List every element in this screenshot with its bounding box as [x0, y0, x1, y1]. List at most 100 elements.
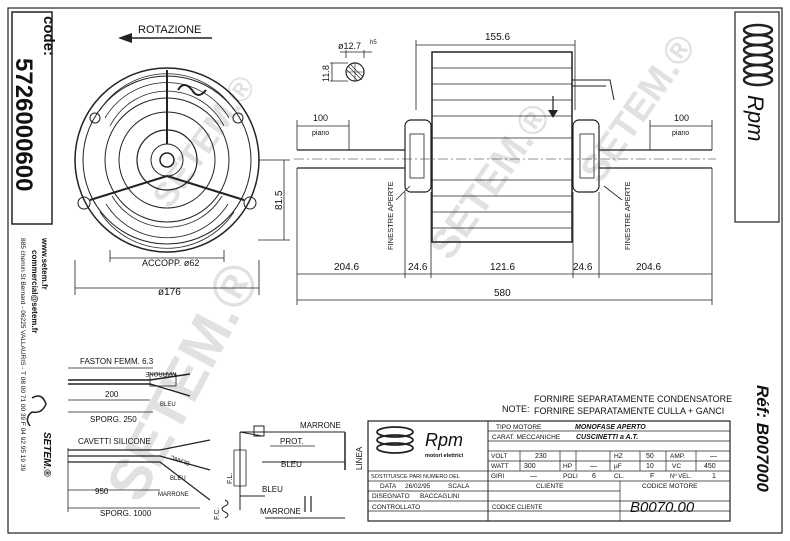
amp-label: AMP. — [670, 453, 685, 460]
codice-motore-label: CODICE MOTORE — [642, 483, 698, 490]
vc-label: VC — [672, 463, 681, 470]
dim-left-shaft: 204.6 — [334, 262, 359, 273]
poli-label: POLI — [563, 473, 578, 480]
wire-bleu-bottom: BLEU — [170, 476, 186, 482]
nvel-label: Nº VEL. — [670, 473, 692, 480]
hp-value: — — [590, 463, 597, 470]
setem-logo-text: SETEM.® — [41, 432, 52, 477]
reference-number: Réf: B007000 — [753, 385, 772, 492]
dim-center: 121.6 — [490, 262, 515, 273]
volt-label: VOLT — [491, 453, 508, 460]
front-view: ROTAZIONE ACCOPP. ø62 ø176 81.5 — [74, 24, 290, 298]
notes-block: NOTE: FORNIRE SEPARATAMENTE CONDENSATORE… — [502, 394, 732, 416]
hz-value: 50 — [646, 453, 654, 460]
hz-label: HZ — [614, 453, 623, 460]
side-view: 155.6 100 piano 100 piano FINESTRE APERT… — [294, 32, 716, 305]
poli-value: 6 — [592, 473, 596, 480]
uf-label: µF — [614, 463, 622, 470]
sporg-1000: SPORG. 1000 — [100, 509, 152, 518]
left-bearing — [404, 119, 432, 193]
code-value: 5726000600 — [10, 58, 37, 191]
left-clearance-label: 100 — [313, 113, 328, 123]
shaft-tolerance-label: h5 — [370, 40, 377, 46]
airflow-arrow-icon — [548, 110, 558, 118]
dim-left-gap: 24.6 — [408, 262, 428, 273]
length-950: 950 — [95, 487, 109, 496]
cl-label: CL. — [614, 473, 624, 480]
schem-linea: LINEA — [355, 446, 364, 470]
shaft-circle — [159, 152, 175, 168]
schem-fl: F.L. — [227, 473, 234, 484]
wiring-details: FASTON FEMM. 6.3 MARRONE BLEU 200 SPORG.… — [67, 357, 211, 518]
outer-diameter-label: ø176 — [158, 287, 181, 298]
watt-label: WATT — [491, 463, 509, 470]
tipo-motore-label: TIPO MOTORE — [496, 424, 542, 431]
wiring-schematic: MARRONE PROT. BLEU BLEU MARRONE F.L. F.C… — [214, 421, 364, 520]
note-line-2: FORNIRE SEPARATAMENTE CULLA + GANCI — [534, 406, 724, 416]
giri-value: — — [530, 473, 537, 480]
watt-value: 300 — [524, 463, 536, 470]
scala-label: SCALA — [448, 483, 470, 490]
left-plane-label: piano — [312, 130, 329, 137]
right-clearance-label: 100 — [674, 113, 689, 123]
left-window-label: FINESTRE APERTE — [386, 181, 395, 250]
sporg-250: SPORG. 250 — [90, 415, 137, 424]
page-frame — [7, 7, 783, 534]
rotation-arrow-icon — [118, 33, 132, 43]
faston-label: FASTON FEMM. 6.3 — [80, 357, 154, 366]
schem-marrone: MARRONE — [300, 421, 341, 430]
left-strip: code: 5726000600 www.setem.fr commercial… — [10, 11, 57, 477]
website-text: www.setem.fr — [40, 237, 49, 290]
cliente-label: CLIENTE — [536, 483, 564, 490]
code-box — [11, 11, 53, 225]
schem-bleu: BLEU — [281, 460, 302, 469]
terminal-leads-icon — [177, 84, 207, 96]
code-label: code: — [40, 16, 57, 56]
title-brand-name: Rpm — [425, 430, 463, 450]
shaft-lines — [297, 149, 712, 169]
right-plane-label: piano — [672, 130, 689, 137]
wire-marrone-bottom: MARRONE — [158, 492, 189, 498]
rpm-coil-logo — [742, 23, 774, 87]
dim-total: 580 — [494, 288, 511, 299]
title-logo — [376, 426, 414, 454]
giri-label: GIRI — [491, 473, 505, 480]
rotation-label: ROTAZIONE — [138, 24, 201, 36]
wire-bleu-top: BLEU — [160, 402, 176, 408]
schem-fc: F.C. — [214, 508, 221, 521]
codice-cliente-label: CODICE CLIENTE — [492, 505, 542, 511]
disegnato-value: BACCAGLINI — [420, 493, 460, 500]
tipo-motore-value: MONOFASE APERTO — [575, 424, 646, 431]
nvel-value: 1 — [712, 473, 716, 480]
amp-value: — — [710, 453, 717, 460]
disegnato-label: DISEGNATO — [372, 493, 410, 500]
title-block: Rpm motori elettrici TIPO MOTORE MONOFAS… — [367, 420, 731, 522]
wire-marrone-top: MARRONE — [145, 370, 176, 376]
note-label: NOTE: — [502, 404, 530, 414]
data-value: 26/02/95 — [405, 483, 431, 490]
vc-value: 450 — [704, 463, 716, 470]
controllato-label: CONTROLLATO — [372, 504, 420, 511]
carat-label: CARAT. MECCANICHE — [492, 434, 561, 441]
carat-value: CUSCINETTI a A.T. — [576, 434, 638, 441]
length-200: 200 — [105, 390, 119, 399]
schem-prot: PROT. — [280, 437, 304, 446]
title-brand-subtitle: motori elettrici — [425, 453, 464, 459]
right-window-label: FINESTRE APERTE — [623, 181, 632, 250]
height-dim-label: 81.5 — [274, 190, 285, 210]
note-line-1: FORNIRE SEPARATAMENTE CONDENSATORE — [534, 394, 732, 404]
silicone-label: CAVETTI SILICONE — [78, 437, 151, 446]
dim-right-shaft: 204.6 — [636, 262, 661, 273]
volt-value: 230 — [535, 453, 547, 460]
dim-right-gap: 24.6 — [573, 262, 593, 273]
shaft-flat-label: 11.8 — [321, 65, 331, 82]
sostituisce-label: SOSTITUISCE PARI NUMERO DEL — [371, 474, 460, 480]
body-length-label: 155.6 — [485, 32, 510, 43]
brand-name: Rpm — [743, 95, 768, 141]
right-bearing — [572, 119, 600, 193]
shaft-section: 11.8 ø12.7 h5 — [321, 40, 377, 82]
shaft-diameter-label: ø12.7 — [338, 41, 361, 51]
brand-strip: Rpm Réf: B007000 — [734, 11, 780, 492]
